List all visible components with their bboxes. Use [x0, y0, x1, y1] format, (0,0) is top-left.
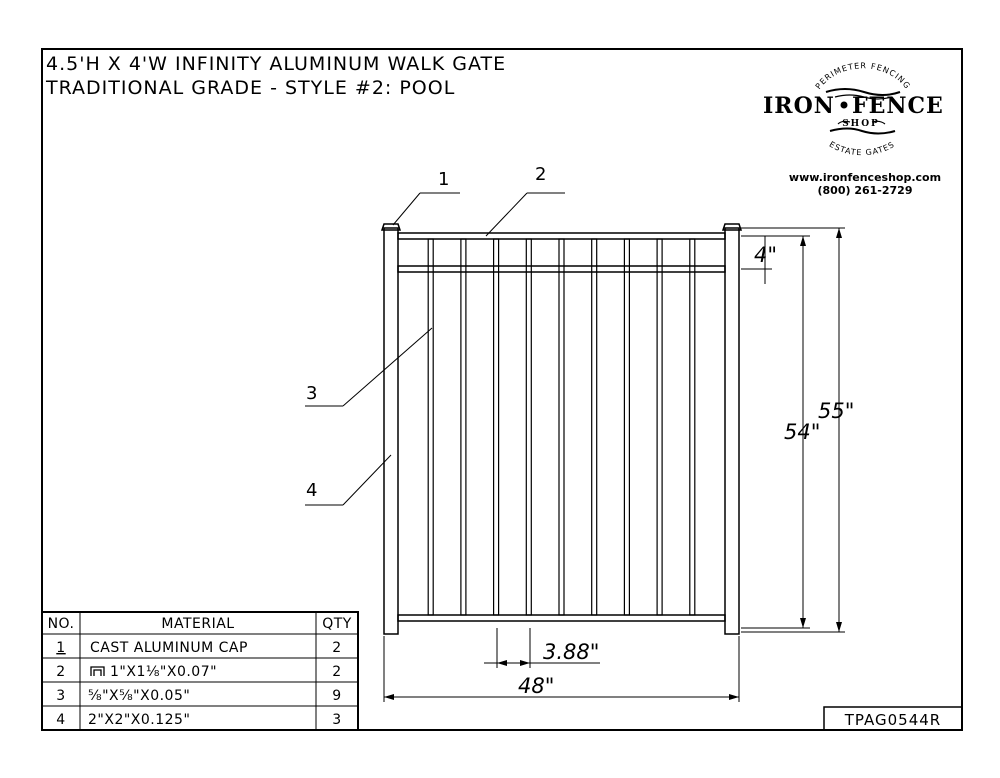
picket [591, 238, 598, 616]
channel-icon [90, 666, 105, 676]
dim-picket-height: 54" [784, 420, 820, 444]
logo-website: www.ironfenceshop.com [789, 171, 941, 184]
right-post-cap [721, 223, 743, 231]
callout-4: 4 [306, 480, 317, 501]
row-1-no: 1 [56, 640, 65, 656]
row-2-qty: 2 [332, 664, 341, 680]
logo-top-arc: PERIMETER FENCING [814, 61, 912, 91]
dim-picket-spacing: 3.88" [543, 640, 599, 664]
row-2-no: 2 [56, 664, 65, 680]
row-4-no: 4 [56, 712, 65, 728]
part-number-box: TPAG0544R [823, 706, 963, 731]
logo-bottom-arc: ESTATE GATES [828, 140, 897, 158]
sheet-border [41, 48, 963, 731]
row-3-qty: 9 [332, 688, 341, 704]
picket [427, 238, 434, 616]
dim-overall-height: 55" [818, 399, 854, 423]
title-line-2: TRADITIONAL GRADE - STYLE #2: POOL [45, 77, 455, 99]
picket [558, 238, 565, 616]
iron-fence-shop-logo: PERIMETER FENCING IRON FENCE SHOP ESTATE… [763, 61, 944, 197]
callout-1: 1 [438, 169, 449, 190]
right-post [724, 227, 740, 635]
row-2-material: 1"X1⅛"X0.07" [110, 664, 217, 680]
logo-name-left: IRON [763, 93, 835, 119]
dimension-lines [305, 192, 845, 702]
dim-top-gap: 4" [754, 243, 777, 267]
picket [460, 238, 467, 616]
picket [493, 238, 500, 616]
pickets [427, 238, 696, 616]
row-1-qty: 2 [332, 640, 341, 656]
dimension-arrows [384, 228, 842, 700]
logo-dot [840, 101, 848, 109]
table-header-material: MATERIAL [161, 616, 234, 632]
row-4-qty: 3 [332, 712, 341, 728]
row-1-material: CAST ALUMINUM CAP [90, 640, 248, 656]
row-4-material: 2"X2"X0.125" [88, 712, 190, 728]
left-post-cap [380, 223, 402, 231]
table-header-qty: QTY [322, 616, 352, 632]
callout-3: 3 [306, 383, 317, 404]
left-post [383, 227, 399, 635]
logo-sub: SHOP [842, 119, 880, 129]
gate [380, 223, 743, 635]
picket [623, 238, 631, 616]
table-header-no: NO. [48, 616, 75, 632]
top-rail [397, 232, 726, 240]
logo-phone: (800) 261-2729 [818, 184, 913, 197]
second-rail [397, 265, 726, 273]
logo-name-right: FENCE [852, 93, 944, 119]
dim-overall-width: 48" [518, 674, 554, 698]
callout-2: 2 [535, 164, 546, 185]
row-3-material: ⅝"X⅝"X0.05" [88, 688, 190, 704]
picket [656, 238, 663, 616]
bottom-rail [397, 614, 726, 622]
picket [689, 238, 696, 616]
part-number: TPAG0544R [844, 711, 941, 729]
row-3-no: 3 [56, 688, 65, 704]
title-line-1: 4.5'H X 4'W INFINITY ALUMINUM WALK GATE [46, 53, 506, 75]
picket [525, 238, 532, 616]
material-table: NO. MATERIAL QTY 1 CAST ALUMINUM CAP 2 2… [41, 611, 359, 731]
